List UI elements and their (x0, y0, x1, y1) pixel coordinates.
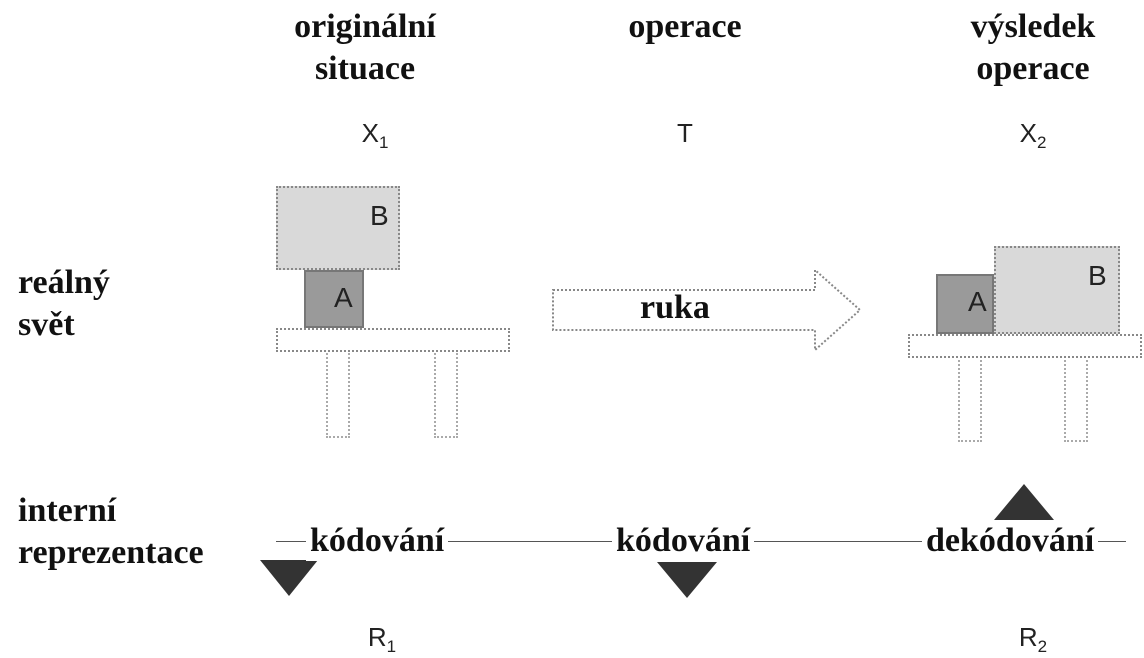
encoding-label-left: kódování (306, 521, 449, 561)
row-label-real-world-line1: reálný (18, 264, 110, 301)
symbol-t-text: T (677, 118, 693, 148)
left-table-leg-1 (326, 350, 350, 438)
row-label-internal-line2: reprezentace (18, 534, 204, 571)
symbol-r2-sub: 2 (1037, 637, 1048, 656)
arrow-label-ruka: ruka (640, 289, 710, 326)
symbol-x2: X2 (1003, 118, 1063, 153)
symbol-r1: R1 (352, 622, 412, 657)
header-original-line1: originální (294, 8, 436, 45)
symbol-x2-sub: 2 (1036, 133, 1047, 152)
row-label-real-world: reálný svět (18, 262, 110, 346)
left-block-a-label: A (334, 282, 353, 313)
header-operation-line1: operace (628, 8, 742, 45)
row-label-internal-representation: interní reprezentace (18, 490, 204, 574)
right-block-b: B (994, 246, 1120, 334)
encoding-triangle-left (260, 560, 318, 596)
symbol-t: T (655, 118, 715, 149)
symbol-r2: R2 (1003, 622, 1063, 657)
header-result: výsledek operace (918, 6, 1144, 90)
symbol-r1-sub: 1 (386, 637, 397, 656)
decoding-label-right: dekódování (922, 521, 1099, 561)
right-table-leg-2 (1064, 356, 1088, 442)
left-block-b: B (276, 186, 400, 270)
hand-arrow (552, 267, 862, 353)
left-table-leg-2 (434, 350, 458, 438)
header-original-line2: situace (314, 50, 416, 87)
symbol-r2-base: R (1018, 622, 1038, 652)
header-original-situation: originální situace (250, 6, 480, 90)
symbol-x1-sub: 1 (378, 133, 389, 152)
decoding-triangle-right (994, 484, 1054, 520)
symbol-x1: X1 (345, 118, 405, 153)
encoding-triangle-middle (657, 562, 717, 598)
header-result-line2: operace (976, 50, 1090, 87)
symbol-x1-base: X (361, 118, 379, 148)
symbol-x2-base: X (1019, 118, 1037, 148)
header-operation: operace (570, 6, 800, 48)
header-result-line1: výsledek (970, 8, 1096, 45)
row-label-real-world-line2: svět (18, 306, 75, 343)
right-block-a: A (936, 274, 994, 334)
right-table-top (908, 334, 1142, 358)
left-block-b-label: B (370, 200, 389, 231)
left-table-top (276, 328, 510, 352)
symbol-r1-base: R (367, 622, 387, 652)
right-table-leg-1 (958, 356, 982, 442)
encoding-label-middle: kódování (612, 521, 755, 561)
row-label-internal-line1: interní (18, 492, 117, 529)
right-block-a-label: A (968, 286, 987, 317)
left-block-a: A (304, 270, 364, 328)
right-block-b-label: B (1088, 260, 1107, 291)
